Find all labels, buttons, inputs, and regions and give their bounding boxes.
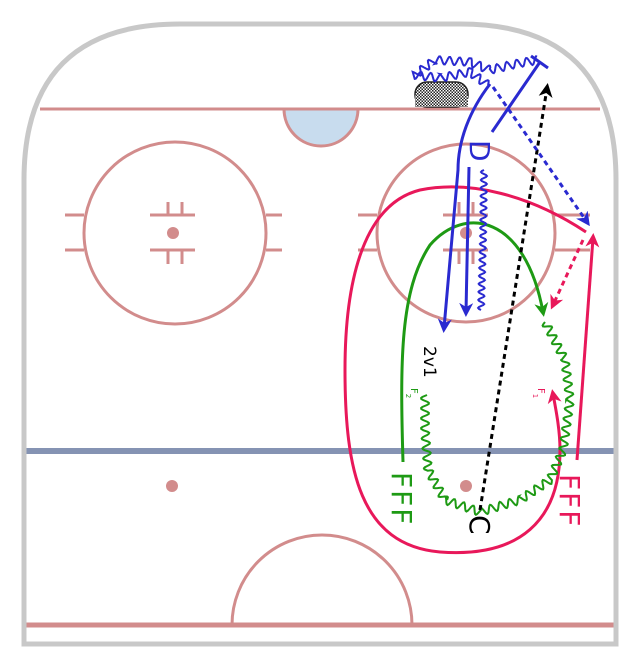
center-circle	[230, 533, 414, 626]
red-forward-skate-path	[575, 233, 600, 461]
faceoff-dot	[460, 227, 472, 239]
defense-stickhandle-path	[476, 169, 489, 311]
neutral-dot	[460, 480, 472, 492]
neutral-dot	[166, 480, 178, 492]
defense-stop-path	[490, 54, 549, 133]
faceoff-circle-right	[358, 142, 590, 324]
forwards-right-label: FFF	[553, 474, 586, 528]
green-forward-stickhandle-path	[420, 321, 575, 517]
rink	[21, 21, 619, 647]
coach-label: C	[463, 515, 496, 535]
forwards-left-label: FFF	[385, 472, 418, 526]
defense-skate-path	[437, 83, 492, 333]
boards	[21, 21, 619, 647]
faceoff-dot	[167, 227, 179, 239]
faceoff-circle-left	[65, 140, 282, 326]
defender-label: D	[463, 140, 496, 162]
forward-1-label: F1	[531, 388, 546, 398]
defense-backskate-path	[459, 166, 474, 317]
green-forward-skate-path	[400, 221, 549, 463]
red-pass-path	[550, 239, 585, 310]
defense-stickhandle-path	[411, 55, 538, 86]
drill-note-label: 2v1	[419, 346, 439, 378]
red-forward-loop-path	[343, 185, 587, 555]
goal-crease	[282, 107, 360, 148]
defense-pass-path	[491, 86, 590, 227]
forward-2-label: F2	[404, 388, 419, 398]
drill-paths	[343, 54, 600, 555]
